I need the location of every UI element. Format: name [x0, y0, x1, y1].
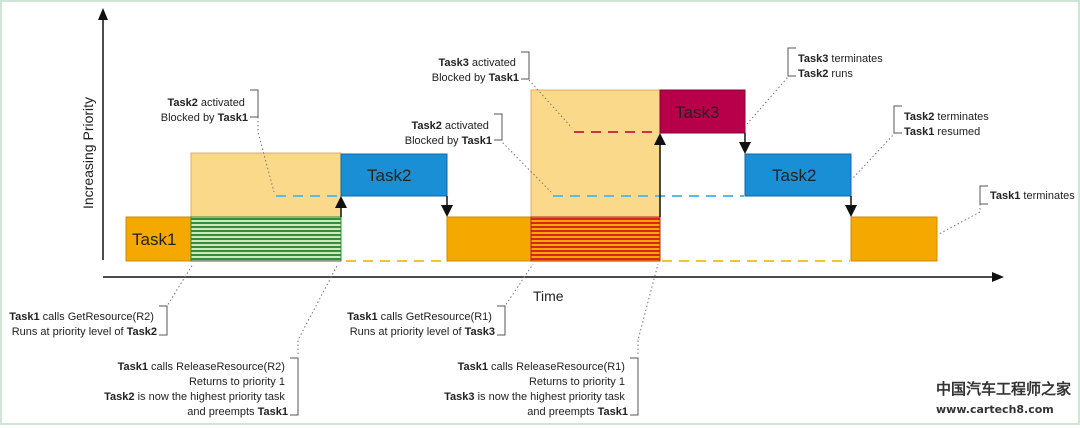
watermark-chinese: 中国汽车工程师之家 [936, 380, 1071, 398]
ann-c1-l3b: Task2 [104, 391, 134, 403]
ann-c2-l1t: calls ReleaseResource(R1) [488, 361, 625, 373]
annotation-release-resource-r1: Task1 calls ReleaseResource(R1) Returns … [444, 361, 628, 418]
ann-b1-l2t: Runs at priority level of [12, 326, 127, 338]
task1-resource-r2-bar [190, 216, 342, 262]
ann-a1-l2t: Blocked by [161, 112, 218, 124]
annotation-get-resource-r1: Task1 calls GetResource(R1) Runs at prio… [347, 311, 495, 338]
annotation-task3-activated: Task3 activated Blocked by Task1 [432, 57, 519, 84]
ann-a3-l2b: Task1 [489, 72, 519, 84]
ann-a5-l2t: resumed [934, 126, 980, 138]
x-axis-label: Time [533, 288, 564, 304]
annotation-task2-terminates: Task2 terminates Task1 resumed [904, 111, 992, 138]
ann-a4-l2b: Task2 [798, 68, 828, 80]
ann-c2-l4b: Task1 [598, 406, 628, 418]
ann-a6-l1b: Task1 [990, 190, 1020, 202]
task1-initial-bar [125, 216, 192, 262]
ann-c2-l4t: and preempts [527, 406, 597, 418]
ann-c1-l3t: is now the highest priority task [135, 391, 286, 403]
ann-c1-l1b: Task1 [118, 361, 148, 373]
ann-b2-l2t: Runs at priority level of [350, 326, 465, 338]
annotation-get-resource-r2: Task1 calls GetResource(R2) Runs at prio… [9, 311, 157, 338]
y-axis-arrow-icon [98, 8, 108, 20]
ann-a3-l2t: Blocked by [432, 72, 489, 84]
annotation-task2-activated-2: Task2 activated Blocked by Task1 [405, 120, 492, 147]
callout-brackets [159, 47, 988, 416]
ann-a5-l2b: Task1 [904, 126, 934, 138]
ann-a2-l1b: Task2 [411, 120, 441, 132]
annotation-task3-terminates: Task3 terminates Task2 runs [798, 53, 886, 80]
ann-c1-l1t: calls ReleaseResource(R2) [148, 361, 285, 373]
task2-blocked-region [190, 152, 342, 219]
task1-final-bar [850, 216, 938, 262]
ann-c1-l2t: Returns to priority 1 [189, 376, 285, 388]
task2-second-bar [744, 153, 852, 197]
ann-c2-l3t: is now the highest priority task [475, 391, 626, 403]
annotation-task2-activated-1: Task2 activated Blocked by Task1 [161, 97, 248, 124]
ann-a4-l1b: Task3 [798, 53, 828, 65]
ann-a2-l2t: Blocked by [405, 135, 462, 147]
ann-a3-l1b: Task3 [438, 57, 468, 69]
ann-a3-l1t: activated [469, 57, 516, 69]
task3-blocked-region [530, 89, 661, 219]
ann-b2-l1b: Task1 [347, 311, 377, 323]
ann-a4-l1t: terminates [828, 53, 883, 65]
task3-run-bar [659, 89, 746, 134]
x-axis-arrow-icon [992, 272, 1004, 282]
ann-a4-l2t: runs [828, 68, 853, 80]
ann-c2-l3b: Task3 [444, 391, 474, 403]
ann-b2-l2b: Task3 [465, 326, 495, 338]
y-axis-label: Increasing Priority [80, 97, 96, 209]
ann-b1-l1b: Task1 [9, 311, 39, 323]
ann-a2-l1t: activated [442, 120, 489, 132]
task2-run-bar [340, 153, 448, 197]
ann-c2-l2t: Returns to priority 1 [529, 376, 625, 388]
ann-a5-l1b: Task2 [904, 111, 934, 123]
task1-resource-r1-bar [530, 216, 661, 262]
ann-a6-l1t: terminates [1020, 190, 1075, 202]
ann-c1-l4b: Task1 [258, 406, 288, 418]
ann-a1-l2b: Task1 [218, 112, 248, 124]
ann-a2-l2b: Task1 [462, 135, 492, 147]
task1-initial-label: Task1 [132, 230, 176, 249]
ann-c1-l4t: and preempts [187, 406, 257, 418]
annotation-release-resource-r2: Task1 calls ReleaseResource(R2) Returns … [104, 361, 288, 418]
ann-a1-l1b: Task2 [167, 97, 197, 109]
annotation-task1-terminates: Task1 terminates [990, 190, 1075, 202]
ann-b1-l2b: Task2 [127, 326, 157, 338]
task3-run-label: Task3 [675, 103, 719, 122]
task1-mid-bar [446, 216, 532, 262]
task2-run-label: Task2 [367, 166, 411, 185]
watermark-url: www.cartech8.com [936, 403, 1054, 416]
ann-c2-l1b: Task1 [458, 361, 488, 373]
ann-a1-l1t: activated [198, 97, 245, 109]
ann-b2-l1t: calls GetResource(R1) [378, 311, 492, 323]
ann-a5-l1t: terminates [934, 111, 989, 123]
ann-b1-l1t: calls GetResource(R2) [40, 311, 154, 323]
task2-second-label: Task2 [772, 166, 816, 185]
